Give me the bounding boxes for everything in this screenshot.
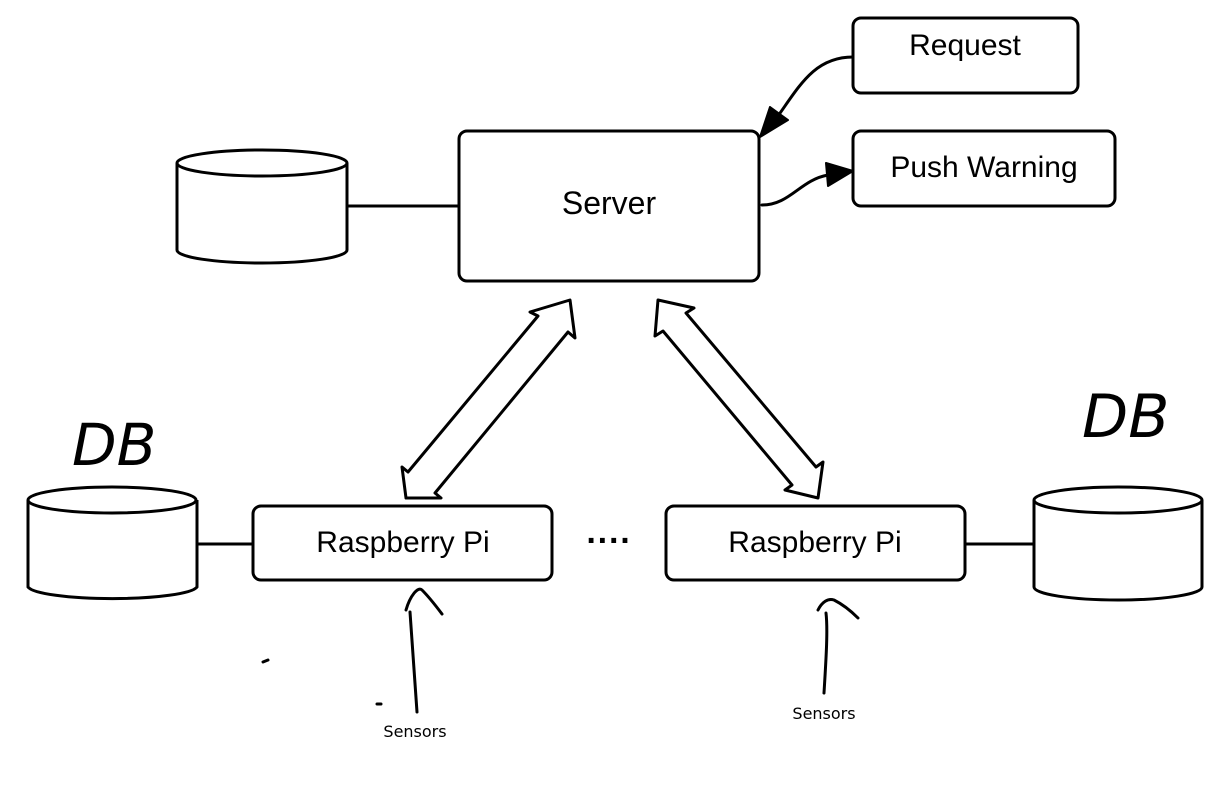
- server-to-push-warning-arrow: [760, 162, 854, 207]
- right-sensors-label: Sensors: [792, 704, 855, 723]
- right-sensors-arrow: [816, 598, 860, 695]
- left-db-label: DB: [72, 411, 156, 479]
- left-sensors-arrow: [404, 587, 444, 714]
- server-database: [175, 148, 349, 265]
- right-db-label: DB: [1082, 382, 1169, 452]
- right-double-arrow: [653, 298, 825, 500]
- raspberry-pi-left-node: Raspberry Pi: [251, 504, 554, 582]
- request-label: Request: [909, 29, 1021, 62]
- server-node: Server: [457, 129, 761, 283]
- stray-marks: [261, 658, 383, 706]
- request-to-server-arrow: [759, 55, 855, 138]
- left-database: [26, 485, 199, 601]
- ellipsis-dots: ····: [586, 522, 631, 560]
- raspberry-pi-right-label: Raspberry Pi: [728, 526, 901, 559]
- push-warning-node: Push Warning: [851, 129, 1117, 208]
- left-sensors-label: Sensors: [383, 722, 446, 741]
- left-double-arrow: [400, 298, 577, 500]
- server-label: Server: [562, 185, 657, 221]
- request-node: Request: [851, 16, 1080, 95]
- push-warning-label: Push Warning: [890, 151, 1077, 184]
- right-database: [963, 485, 1204, 602]
- raspberry-pi-right-node: Raspberry Pi: [664, 504, 967, 582]
- raspberry-pi-left-label: Raspberry Pi: [316, 526, 489, 559]
